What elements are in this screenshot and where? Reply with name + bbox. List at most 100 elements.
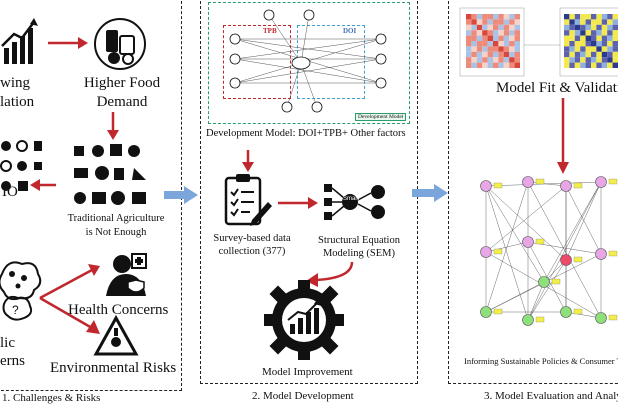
doi-label: DOI	[343, 27, 357, 35]
heatmap-cell	[596, 46, 602, 52]
heatmap-cell	[493, 51, 499, 58]
heatmap-cell	[607, 14, 613, 20]
heatmap-cell	[580, 30, 586, 36]
heatmap-cell	[503, 41, 510, 47]
heatmap-cell	[564, 57, 570, 63]
heatmap-cell	[498, 24, 504, 31]
heatmap-cell	[498, 51, 504, 58]
panel3-caption: 3. Model Evaluation and Analy	[484, 390, 618, 402]
heatmap-cell	[607, 46, 613, 52]
network-edge	[565, 181, 602, 261]
heatmap-cell	[601, 30, 608, 36]
heatmap-cell	[596, 35, 602, 41]
heatmap-cell	[564, 14, 570, 20]
heatmap-cell	[471, 30, 477, 36]
heatmap-cell	[498, 46, 504, 52]
network-edge	[527, 181, 602, 321]
heatmap-cell	[476, 41, 483, 47]
heatmap-cell	[574, 57, 581, 63]
heatmap-cell	[476, 57, 483, 63]
heatmap-cell	[466, 24, 472, 31]
growing-population-label: wing lation	[0, 75, 35, 110]
heatmap-cell	[569, 51, 575, 58]
heatmap-cell	[466, 30, 472, 36]
heatmap-cell	[466, 14, 472, 20]
heatmap-cell	[493, 19, 499, 25]
heatmap-cell	[612, 62, 618, 68]
heatmap-cell	[580, 46, 586, 52]
heatmap-cell	[591, 14, 597, 20]
heatmap-cell	[498, 62, 504, 68]
heatmap-cell	[514, 57, 520, 63]
indicator-box	[573, 182, 583, 189]
development-model-diagram: TPB DOI Development Model	[208, 2, 410, 124]
heatmap-cell	[601, 62, 608, 68]
network-edge	[527, 181, 602, 319]
correlation-heatmap-2	[559, 7, 618, 77]
microbe-icon: ?	[0, 261, 42, 321]
public-concerns-label: lic erns	[0, 335, 25, 369]
heatmap-cell	[564, 62, 570, 68]
network-edge	[485, 185, 567, 253]
heatmap-cell	[466, 62, 472, 68]
heatmap-cell	[607, 35, 613, 41]
heatmap-cell	[476, 19, 483, 25]
heatmap-cell	[596, 30, 602, 36]
heatmap-cell	[596, 14, 602, 20]
heatmap-cell	[509, 19, 515, 25]
gear-chart-icon	[264, 280, 344, 360]
heatmap-cell	[509, 62, 515, 68]
network-node	[560, 254, 572, 266]
heatmap-cell	[612, 30, 618, 36]
heatmap-cell	[596, 51, 602, 58]
heatmap-cell	[487, 30, 493, 36]
network-edge	[527, 259, 567, 321]
heatmap-cell	[482, 41, 488, 47]
heatmap-cell	[601, 24, 608, 31]
environmental-risks-label: Environmental Risks	[50, 360, 177, 376]
heatmap-cell	[487, 35, 493, 41]
network-edge	[527, 181, 567, 187]
indicator-box	[493, 248, 503, 255]
indicator-box	[535, 178, 545, 185]
heatmap-cell	[601, 14, 608, 20]
heatmap-cell	[487, 51, 493, 58]
heatmap-cell	[493, 30, 499, 36]
heatmap-cell	[601, 41, 608, 47]
arrow-to-structural-model	[557, 98, 569, 174]
improvement-label: Model Improvement	[262, 366, 353, 378]
heatmap-cell	[509, 30, 515, 36]
network-node	[595, 176, 607, 188]
heatmap-cell	[612, 51, 618, 58]
heatmap-cell	[591, 51, 597, 58]
network-edge	[485, 185, 567, 261]
indicator-box	[608, 250, 618, 257]
heatmap-cell	[466, 41, 472, 47]
network-node	[522, 314, 534, 326]
svg-text:?: ?	[12, 303, 19, 317]
heatmap-cell	[476, 30, 483, 36]
arrow-to-food-demand	[48, 37, 88, 49]
health-person-icon	[106, 253, 147, 296]
heatmap-cell	[564, 30, 570, 36]
network-node	[480, 180, 492, 192]
heatmap-cell	[574, 30, 581, 36]
heatmap-cell	[471, 46, 477, 52]
heatmap-cell	[476, 62, 483, 68]
heatmap-cell	[503, 57, 510, 63]
heatmap-cell	[503, 51, 510, 58]
heatmap-cell	[509, 57, 515, 63]
heatmap-cell	[569, 62, 575, 68]
tpb-label: TPB	[263, 27, 277, 35]
correlation-heatmap-1	[459, 7, 525, 77]
heatmap-cell	[493, 35, 499, 41]
heatmap-cell	[585, 51, 591, 58]
network-edge	[485, 281, 545, 313]
heatmap-cell	[482, 57, 488, 63]
heatmap-cell	[471, 62, 477, 68]
heatmap-cell	[585, 46, 591, 52]
heatmap-cell	[476, 51, 483, 58]
structural-model-network	[480, 176, 618, 326]
heatmap-cell	[564, 46, 570, 52]
heatmap-cell	[591, 57, 597, 63]
